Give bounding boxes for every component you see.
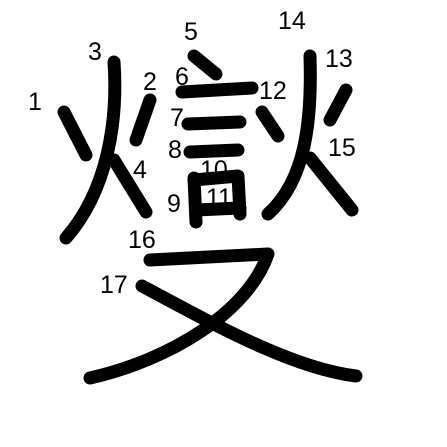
stroke-5 xyxy=(187,49,223,81)
stroke-15 xyxy=(303,151,359,217)
stroke-8 xyxy=(183,143,245,159)
stroke-number-16: 16 xyxy=(128,226,156,254)
stroke-17 xyxy=(135,279,363,383)
stroke-number-5: 5 xyxy=(184,18,198,46)
stroke-number-7: 7 xyxy=(170,104,184,132)
stroke-3 xyxy=(59,55,122,245)
stroke-number-13: 13 xyxy=(325,45,353,73)
stroke-14 xyxy=(261,49,317,221)
stroke-number-2: 2 xyxy=(143,68,157,96)
stroke-1 xyxy=(57,105,93,162)
stroke-number-14: 14 xyxy=(278,7,306,35)
stroke-number-17: 17 xyxy=(100,271,128,299)
stroke-11 xyxy=(189,201,247,217)
stroke-number-1: 1 xyxy=(28,88,42,116)
stroke-2 xyxy=(129,93,157,147)
stroke-number-10: 10 xyxy=(200,156,228,184)
stroke-12 xyxy=(255,105,285,143)
stroke-number-12: 12 xyxy=(259,77,287,105)
stroke-number-8: 8 xyxy=(168,136,182,164)
stroke-number-11: 11 xyxy=(206,184,232,212)
stroke-10 xyxy=(187,169,247,221)
stroke-13 xyxy=(323,83,353,127)
stroke-number-4: 4 xyxy=(133,156,147,184)
stroke-6 xyxy=(175,81,259,99)
stroke-7 xyxy=(181,115,247,131)
stroke-number-9: 9 xyxy=(167,190,181,218)
stroke-number-15: 15 xyxy=(328,134,356,162)
stroke-number-6: 6 xyxy=(175,63,189,91)
stroke-4 xyxy=(107,153,153,219)
stroke-number-3: 3 xyxy=(88,38,102,66)
